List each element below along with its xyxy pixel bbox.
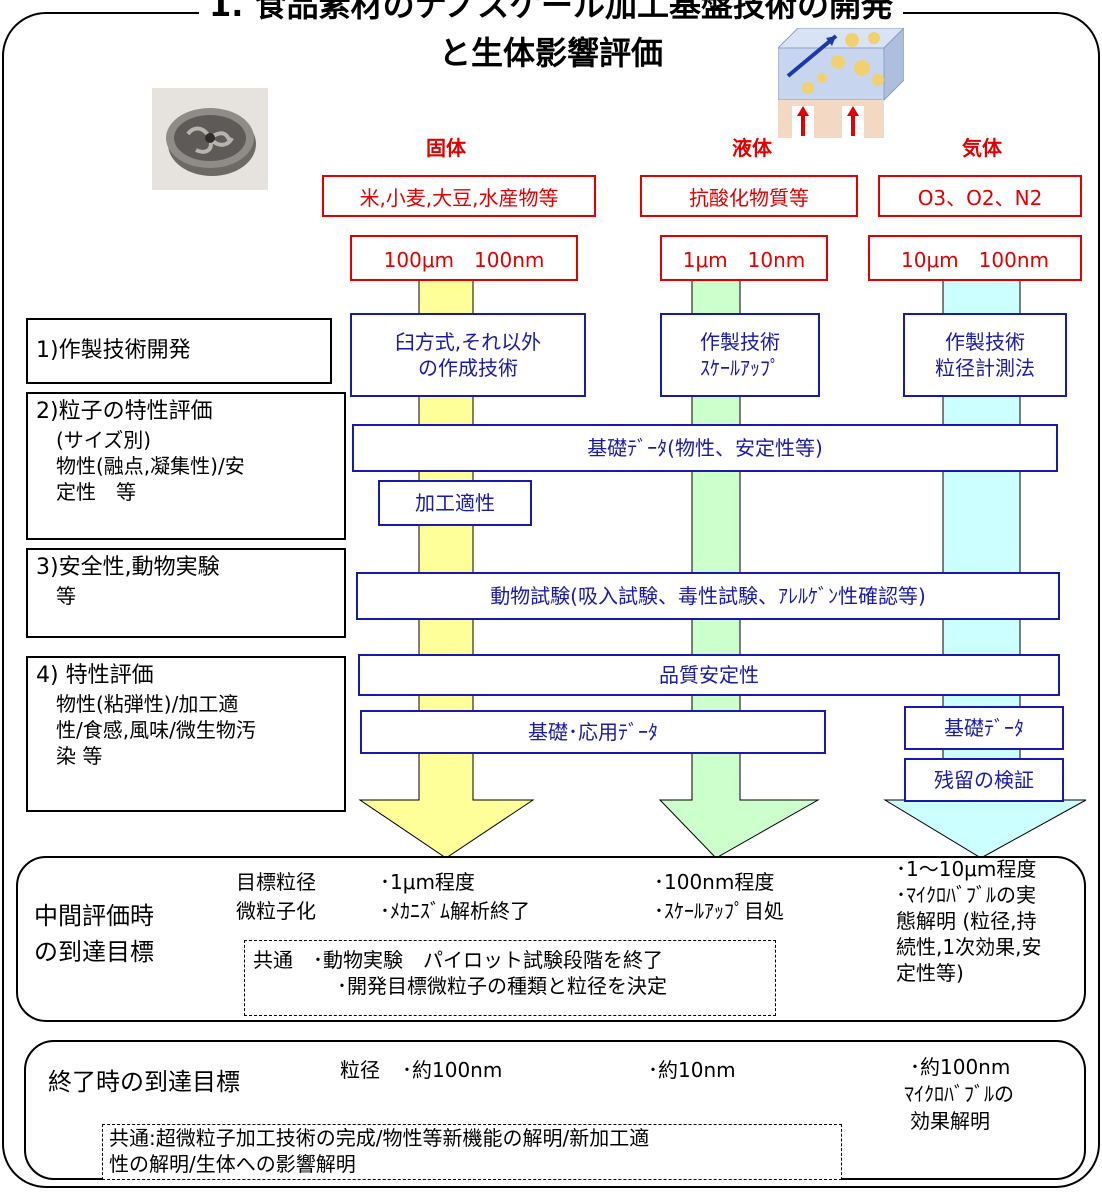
nozzle-disk-image bbox=[152, 88, 268, 190]
basic-data-box: 基礎ﾃﾞｰﾀ(物性、安定性等) bbox=[352, 424, 1058, 472]
row-label-safety: 3)安全性,動物実験 等 bbox=[26, 548, 346, 638]
dev-box-liquid: 作製技術ｽｹｰﾙｱｯﾌﾟ bbox=[660, 313, 820, 397]
animal-test-box: 動物試験(吸入試験、毒性試験、ｱﾚﾙｹﾞﾝ性確認等) bbox=[356, 572, 1060, 620]
column-head-gas: 気体 bbox=[962, 136, 1002, 160]
column-head-liquid: 液体 bbox=[732, 136, 772, 160]
final-goal-label: 終了時の到達目標 bbox=[48, 1068, 240, 1096]
row-label-production: 1)作製技術開発 bbox=[26, 318, 332, 384]
processability-box: 加工適性 bbox=[378, 480, 532, 526]
dev-box-gas: 作製技術粒径計測法 bbox=[903, 313, 1067, 397]
quality-stability-box: 品質安定性 bbox=[358, 654, 1060, 696]
final-common-goals: 共通:超微粒子加工技術の完成/物性等新機能の解明/新加工適 性の解明/生体への影… bbox=[102, 1124, 842, 1180]
residue-verification-box: 残留の検証 bbox=[904, 758, 1064, 802]
size-range-gas: 10μm 100nm bbox=[868, 235, 1082, 281]
row-label-characteristic-eval: 4) 特性評価 物性(粘弾性)/加工適 性/食感,風味/微生物汚 染 等 bbox=[26, 656, 346, 812]
final-liquid-goal: ･約10nm bbox=[648, 1058, 736, 1082]
final-solid-goal: ･約100nm bbox=[402, 1058, 503, 1082]
basic-applied-data-box: 基礎･応用ﾃﾞｰﾀ bbox=[360, 710, 826, 754]
column-head-solid: 固体 bbox=[426, 136, 466, 160]
interim-solid-goals: ･1μm程度 ･ﾒｶﾆｽﾞﾑ解析終了 bbox=[380, 870, 530, 923]
interim-liquid-goals: ･100nm程度 ･ｽｹｰﾙｱｯﾌﾟ目処 bbox=[654, 870, 784, 923]
title-line-1: 1. 食品素材のナノスケール加工基盤技術の開発 bbox=[0, 0, 1102, 26]
size-range-solid: 100μm 100nm bbox=[350, 235, 578, 281]
material-solid: 米,小麦,大豆,水産物等 bbox=[322, 175, 596, 217]
microbubble-illustration bbox=[776, 26, 906, 148]
dev-box-solid: 臼方式,それ以外の作成技術 bbox=[350, 313, 586, 397]
interim-goal-label: 中間評価時 の到達目標 bbox=[34, 902, 154, 966]
material-liquid: 抗酸化物質等 bbox=[640, 175, 858, 217]
size-range-liquid: 1μm 10nm bbox=[660, 235, 828, 281]
interim-gas-goals: ･1～10μm程度 ･ﾏｲｸﾛﾊﾞﾌﾞﾙの実 態解明 (粒径,持 続性,1次効果… bbox=[896, 857, 1042, 985]
material-gas: O3、O2、N2 bbox=[878, 175, 1082, 217]
title-line-2: と生体影響評価 bbox=[438, 34, 663, 72]
interim-common-goals: 共通 ･動物実験 パイロット試験段階を終了 ･開発目標微粒子の種類と粒径を決定 bbox=[244, 940, 776, 1016]
final-size-label: 粒径 bbox=[340, 1058, 380, 1082]
gas-basic-data-box: 基礎ﾃﾞｰﾀ bbox=[904, 706, 1064, 750]
final-gas-goals: ･約100nm ﾏｲｸﾛﾊﾞﾌﾞﾙの 効果解明 bbox=[904, 1055, 1014, 1133]
row-label-particle-eval: 2)粒子の特性評価 (サイズ別) 物性(融点,凝集性)/安 定性 等 bbox=[26, 392, 346, 540]
interim-row-labels: 目標粒径 微粒子化 bbox=[236, 870, 316, 923]
